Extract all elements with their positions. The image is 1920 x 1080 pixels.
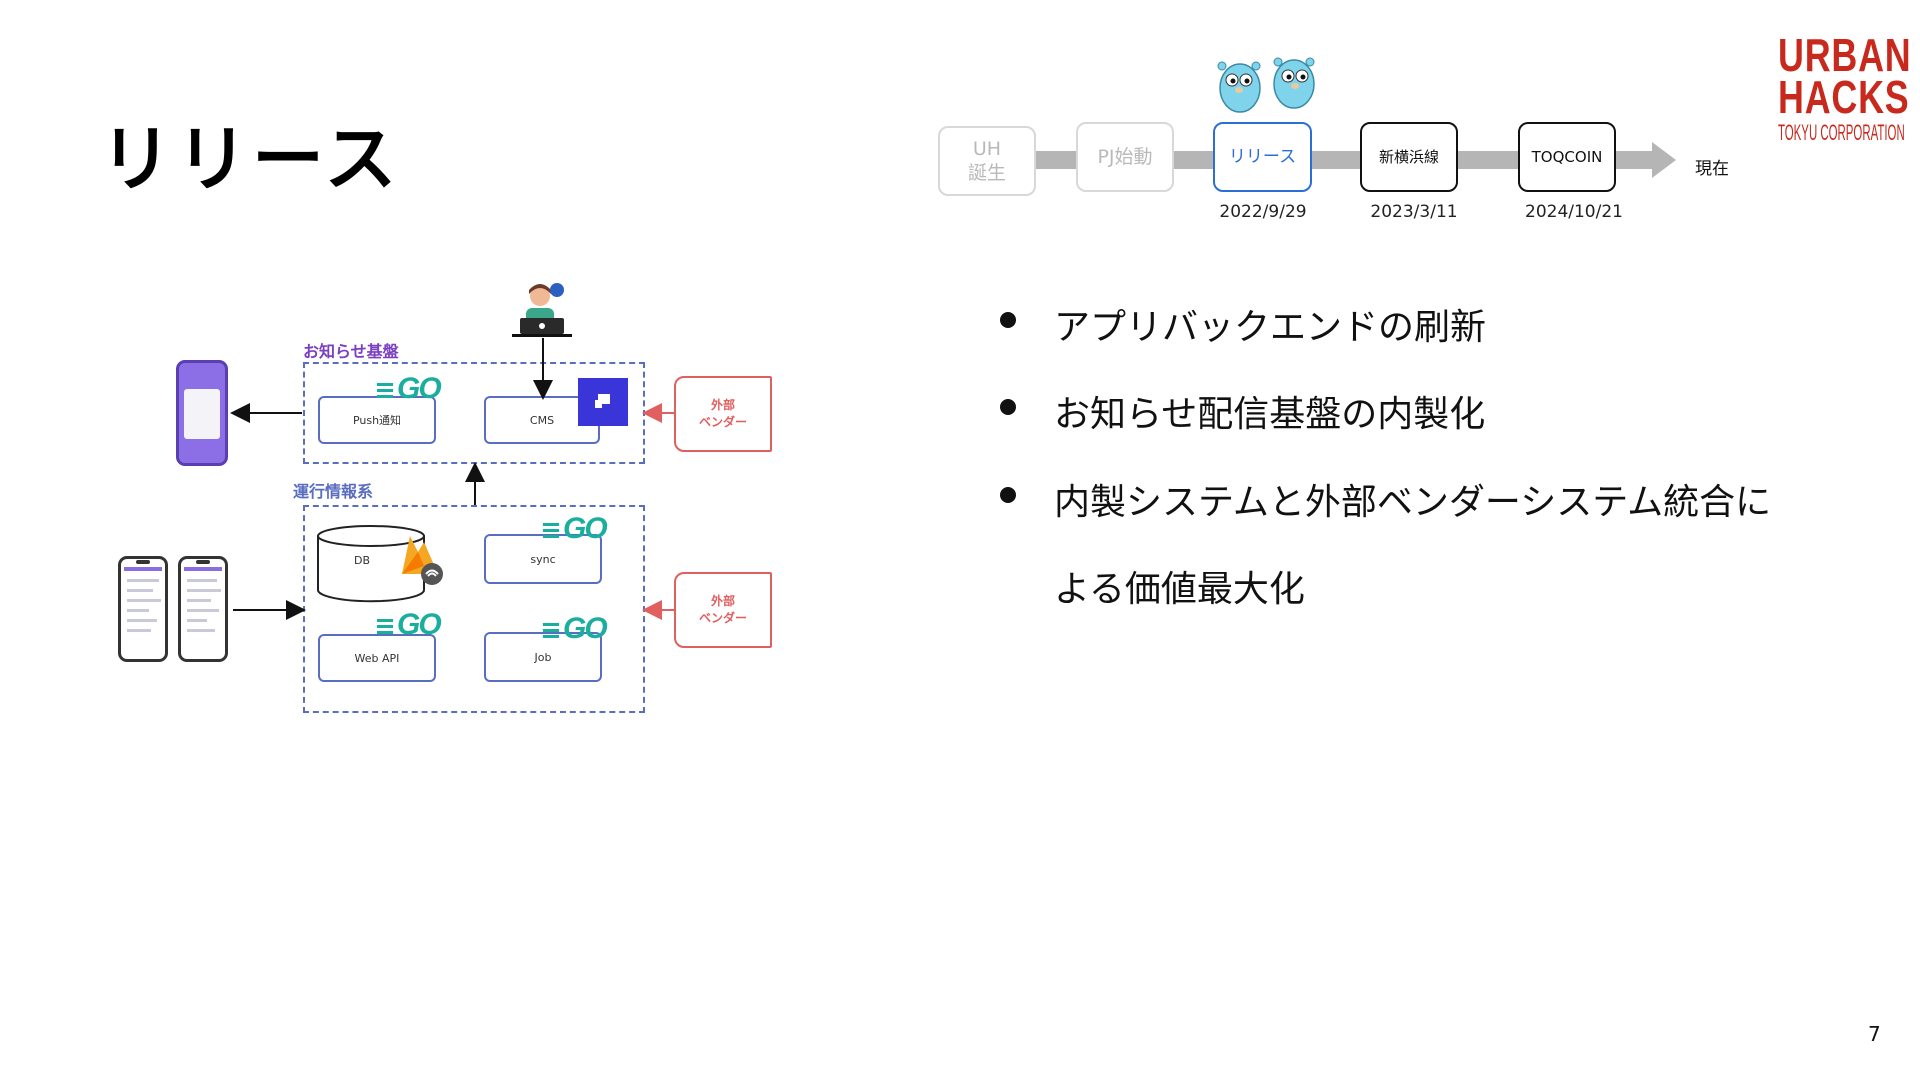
gopher-mascot-icon: [1217, 57, 1315, 113]
milestone-shin-yokohama-line: 新横浜線: [1360, 122, 1458, 192]
bullet-icon: [1000, 312, 1016, 328]
urban-hacks-logo: URBAN HACKS TOKYU CORPORATION: [1778, 29, 1912, 148]
bullet-text: アプリバックエンドの刷新: [1054, 307, 1487, 348]
milestone-toqcoin: TOQCOIN: [1518, 122, 1616, 192]
db-label: DB: [354, 554, 371, 567]
db-cylinder-icon: [317, 525, 425, 603]
milestone-date-toqcoin: 2024/10/21: [1525, 202, 1623, 222]
logo-line-1: URBAN: [1778, 29, 1912, 81]
bullet-text: 内製システムと外部ベンダーシステム統合に: [1054, 482, 1772, 523]
push-service-box: Push通知: [318, 396, 436, 444]
milestone-date-release: 2022/9/29: [1219, 202, 1307, 222]
bullet-icon: [1000, 399, 1016, 415]
sync-service-box: sync: [484, 534, 602, 584]
bullet-text: よる価値最大化: [1054, 569, 1305, 610]
milestone-date-shin-yokohama: 2023/3/11: [1370, 202, 1458, 222]
bullet-text: お知らせ配信基盤の内製化: [1054, 394, 1486, 435]
smartphone-notification-icon: [176, 360, 228, 466]
slide-title: リリース: [100, 117, 401, 201]
go-logo-icon: GO: [376, 372, 442, 406]
bullet-icon: [1000, 487, 1016, 503]
logo-line-2: HACKS: [1778, 71, 1910, 123]
group-label-ops: 運行情報系: [293, 482, 374, 501]
external-vendor-box: 外部 ベンダー: [674, 572, 772, 648]
page-number: 7: [1868, 1022, 1881, 1046]
smartphone-app-icon: [118, 556, 168, 662]
cms-app-icon: [578, 378, 628, 426]
external-vendor-box: 外部 ベンダー: [674, 376, 772, 452]
milestone-pj-start: PJ始動: [1076, 122, 1174, 192]
go-logo-icon: GO: [542, 612, 608, 646]
timeline-bar: [1035, 151, 1655, 169]
firebase-icon: [402, 536, 443, 585]
milestone-uh-birth: UH 誕生: [938, 126, 1036, 196]
group-label-notice: お知らせ基盤: [303, 342, 399, 361]
smartphone-app-icon: [178, 556, 228, 662]
web-api-service-box: Web API: [318, 634, 436, 682]
timeline-arrow-icon: [1652, 142, 1676, 178]
logo-line-3: TOKYU CORPORATION: [1778, 120, 1905, 145]
go-logo-icon: GO: [376, 608, 442, 642]
operator-person-icon: [512, 283, 572, 337]
milestone-release: リリース: [1213, 122, 1312, 192]
go-logo-icon: GO: [542, 512, 608, 546]
diagram-arrows: [230, 338, 674, 620]
timeline-now-label: 現在: [1695, 159, 1729, 179]
job-service-box: Job: [484, 632, 602, 682]
